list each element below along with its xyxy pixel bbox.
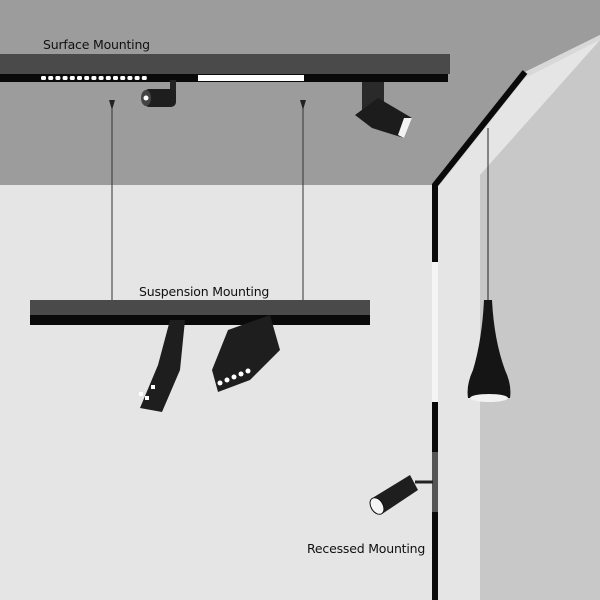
surface-track: [0, 54, 450, 82]
ceiling: [0, 0, 600, 185]
surface-tilted-spot: [355, 82, 412, 138]
side-wall: [480, 40, 600, 600]
suspension-track: [30, 300, 370, 325]
led-dot: [62, 76, 68, 80]
suspension-spot-left: [139, 320, 185, 412]
led-dot: [77, 76, 82, 80]
surface-spotlight: [141, 80, 176, 107]
led-dot: [48, 76, 54, 80]
recessed-mounting-label: Recessed Mounting: [307, 541, 426, 556]
led-dot: [105, 76, 111, 80]
corner-linear-light: [432, 262, 438, 402]
pendant-lamp: [467, 128, 511, 402]
led-dot: [127, 76, 133, 80]
recessed-spot: [369, 475, 433, 515]
suspension-spot-right: [212, 315, 280, 392]
led-dot: [120, 76, 126, 80]
recessed-segment: [432, 452, 438, 512]
led-dot: [134, 76, 140, 80]
led-dot: [41, 76, 46, 80]
led-dot: [141, 76, 147, 80]
suspension-mounting-label: Suspension Mounting: [139, 284, 270, 299]
led-dot: [113, 76, 118, 80]
led-dot: [69, 76, 75, 80]
corner-edge: [435, 35, 600, 185]
led-dot: [98, 76, 104, 80]
surface-mounting-label: Surface Mounting: [43, 37, 150, 52]
led-dot: [55, 76, 61, 80]
led-dot: [84, 76, 90, 80]
led-dot: [91, 76, 97, 80]
